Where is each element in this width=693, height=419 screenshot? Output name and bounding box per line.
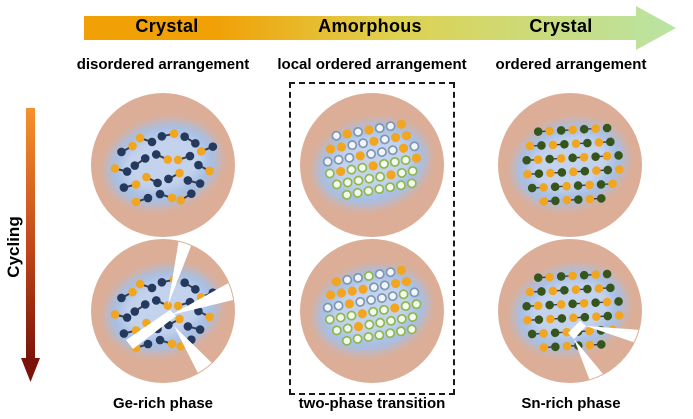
particle-two-phase-initial [300, 93, 444, 237]
particle-ge-rich-initial [91, 93, 235, 237]
particle-ge-rich-cracked [91, 239, 235, 383]
header-disordered-arrangement: disordered arrangement [76, 56, 250, 73]
phase-label-amorphous: Amorphous [318, 16, 422, 36]
label-two-phase-transition: two-phase transition [298, 395, 446, 412]
header-ordered-arrangement: ordered arrangement [495, 56, 647, 73]
label-sn-rich-phase: Sn-rich phase [521, 395, 621, 412]
particle-two-phase-cycled [300, 239, 444, 383]
label-ge-rich-phase: Ge-rich phase [112, 395, 214, 412]
phase-label-crystal-right: Crystal [529, 16, 593, 36]
two-phase-highlight-box [289, 82, 455, 395]
phase-label-crystal-left: Crystal [135, 16, 199, 36]
phase-gradient-arrow-icon [84, 6, 676, 50]
cycling-arrow-icon [21, 108, 40, 382]
header-local-ordered-arrangement: local ordered arrangement [277, 56, 467, 73]
cycling-axis-label: Cycling [4, 216, 23, 278]
particle-sn-rich-cracked [498, 239, 642, 383]
particle-sn-rich-initial [498, 93, 642, 237]
